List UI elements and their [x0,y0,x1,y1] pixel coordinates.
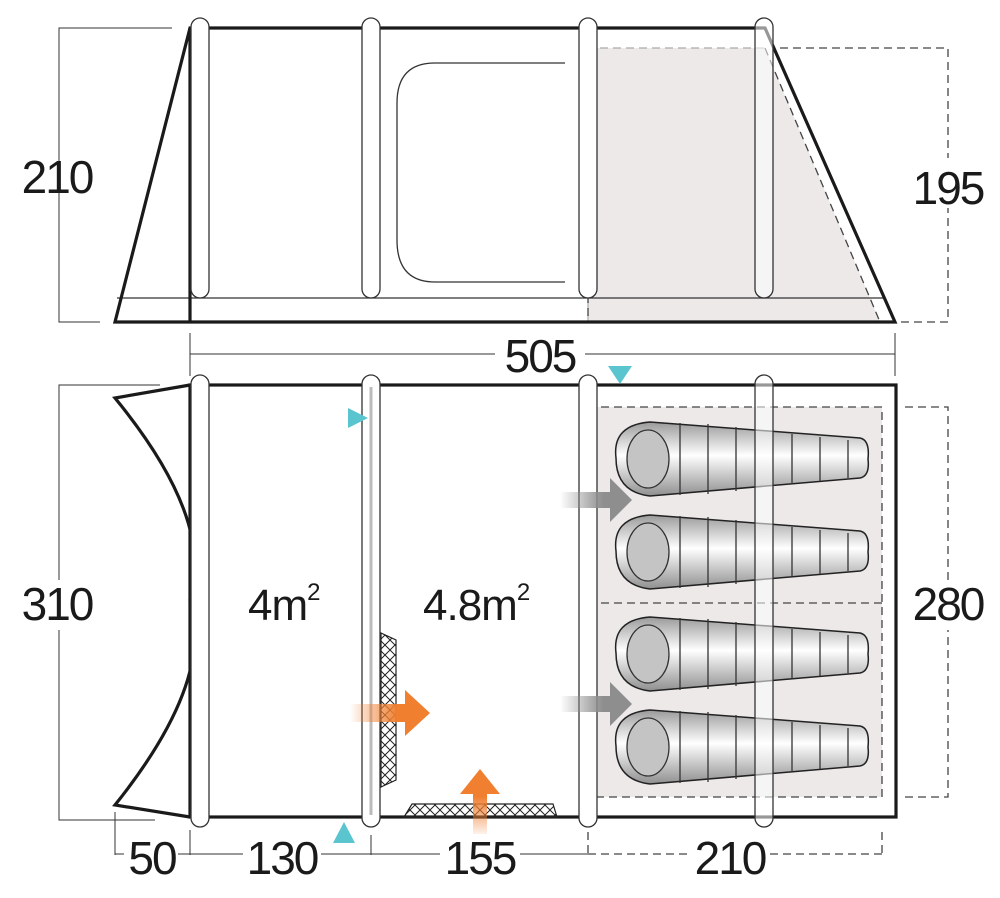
segment-label-130: 130 [247,832,318,884]
area-label-porch: 4m2 [248,579,320,630]
length-label-505: 505 [505,330,576,382]
sleeping-bag [614,709,870,785]
bedroom-fill [588,48,880,322]
air-pole [190,374,210,828]
width-label-280: 280 [913,578,984,630]
entrance-arrow [460,769,500,838]
height-label-210: 210 [22,151,93,203]
air-pole [578,374,598,828]
segment-label-50: 50 [128,832,176,884]
air-pole [754,374,774,828]
window [396,62,565,283]
area-label-living: 4.8m2 [423,579,530,630]
air-pole [190,17,210,299]
entrance-arrow [350,690,430,736]
sleeping-bag [614,616,870,692]
canopy-outline [112,383,197,819]
sleeping-bag [614,514,870,590]
segment-label-210: 210 [695,832,766,884]
air-pole [578,17,598,299]
sleeping-bag [614,421,870,497]
air-pole [754,17,774,299]
segment-label-155: 155 [445,832,516,884]
side-elevation: 210 195 505 [22,17,988,382]
bedroom-entry-arrow [560,682,632,726]
width-label-310: 310 [22,578,93,630]
door-marker-icon [333,822,355,843]
bedroom-entry-arrow [560,478,632,522]
door-marker-icon [348,408,368,428]
height-label-195: 195 [913,162,984,214]
sleeping-bags [614,421,870,785]
air-pole [361,17,381,299]
floor-plan: 4m2 4.8m2 310 280 50 130 155 210 [20,366,991,884]
door-marker-icon [608,366,632,384]
